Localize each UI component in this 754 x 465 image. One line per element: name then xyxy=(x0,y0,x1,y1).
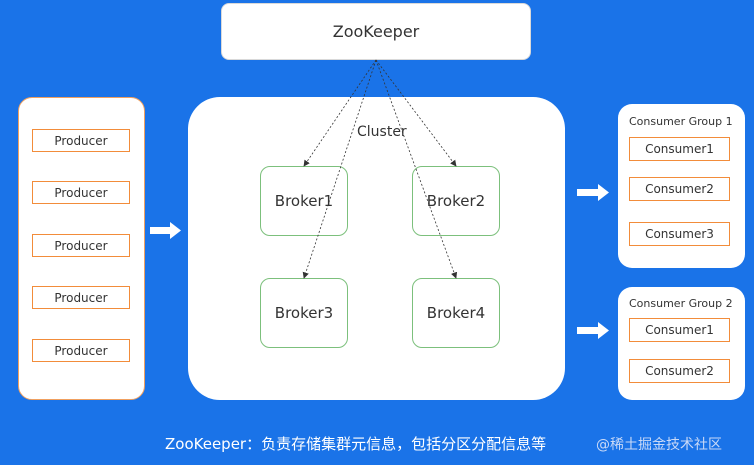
consumer-group-2-title: Consumer Group 2 xyxy=(629,297,733,310)
consumer-group-1-title: Consumer Group 1 xyxy=(629,115,733,128)
zookeeper-node: ZooKeeper xyxy=(221,3,531,60)
producer-node: Producer xyxy=(32,286,130,309)
consumer-node: Consumer2 xyxy=(629,177,730,201)
zk-to-broker3-arrow xyxy=(302,59,377,279)
producer-node: Producer xyxy=(32,234,130,257)
caption-text: ZooKeeper：负责存储集群元信息，包括分区分配信息等 xyxy=(165,435,547,453)
broker-node: Broker4 xyxy=(412,278,500,348)
zk-to-broker2-arrow xyxy=(375,59,457,167)
zk-to-broker4-arrow xyxy=(375,59,458,279)
cluster-to-group2-arrow xyxy=(577,322,609,339)
consumer-node: Consumer1 xyxy=(629,137,730,161)
consumer-node: Consumer3 xyxy=(629,222,730,246)
consumer-node: Consumer2 xyxy=(629,359,730,383)
zk-to-broker1-arrow xyxy=(303,59,377,167)
broker-node: Broker2 xyxy=(412,166,500,236)
cluster-to-group1-arrow xyxy=(577,184,609,201)
broker-node: Broker1 xyxy=(260,166,348,236)
cluster-container xyxy=(188,97,565,400)
watermark-text: @稀土掘金技术社区 xyxy=(596,437,722,453)
consumer-node: Consumer1 xyxy=(629,318,730,342)
broker-node: Broker3 xyxy=(260,278,348,348)
producer-to-cluster-arrow xyxy=(150,222,181,239)
producer-node: Producer xyxy=(32,339,130,362)
producer-node: Producer xyxy=(32,129,130,152)
zookeeper-label: ZooKeeper xyxy=(332,22,420,41)
producer-node: Producer xyxy=(32,181,130,204)
cluster-label: Cluster xyxy=(357,124,407,140)
